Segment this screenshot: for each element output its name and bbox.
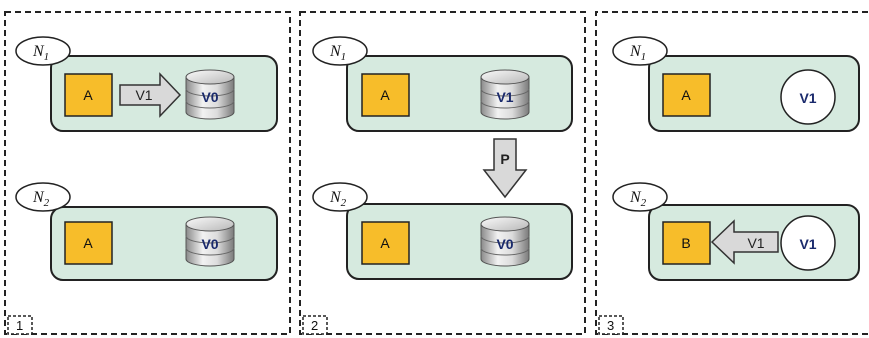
svg-text:N1: N1 bbox=[329, 43, 346, 63]
arrow-label: V1 bbox=[135, 87, 152, 103]
step-label: 2 bbox=[302, 315, 328, 335]
svg-text:N1: N1 bbox=[629, 43, 646, 63]
app-label: B bbox=[681, 235, 690, 251]
svg-text:N2: N2 bbox=[629, 189, 647, 209]
app-box bbox=[361, 73, 410, 117]
update-arrow-left-icon: V1 bbox=[710, 219, 779, 265]
app-box bbox=[662, 221, 711, 265]
write-arrow-right-icon: V1 bbox=[119, 72, 182, 118]
database-icon: V0 bbox=[480, 216, 530, 267]
arrow-label: V1 bbox=[747, 235, 764, 251]
app-label: A bbox=[380, 87, 390, 103]
panel-3: 3 N1 A V1 N2 B bbox=[595, 11, 868, 335]
node-n2: N2 A V0 bbox=[312, 182, 573, 280]
step-label: 3 bbox=[598, 315, 624, 335]
node-label: N2 bbox=[312, 182, 368, 212]
app-label: A bbox=[380, 235, 390, 251]
version-circle-icon: V1 bbox=[780, 215, 836, 271]
node-label: N1 bbox=[15, 36, 71, 66]
version-label: V0 bbox=[201, 236, 218, 252]
database-icon: V0 bbox=[185, 216, 235, 267]
panel-2: 2 N1 A V1 P bbox=[299, 11, 586, 335]
version-label: V0 bbox=[201, 89, 218, 105]
step-label: 1 bbox=[7, 315, 33, 335]
node-n1: N1 A V1 V0 bbox=[15, 36, 278, 132]
panel-border bbox=[299, 11, 586, 335]
node-n2: N2 A V0 bbox=[15, 182, 278, 281]
svg-text:N2: N2 bbox=[32, 189, 50, 209]
version-label: V1 bbox=[496, 89, 513, 105]
app-label: A bbox=[83, 87, 93, 103]
node-n1: N1 A V1 bbox=[612, 36, 860, 132]
version-label: V1 bbox=[799, 236, 816, 252]
node-label: N2 bbox=[612, 182, 668, 212]
node-n2: N2 B V1 V1 bbox=[612, 182, 860, 281]
propagate-arrow-down-icon: P bbox=[482, 138, 528, 199]
svg-text:N2: N2 bbox=[329, 189, 347, 209]
app-box bbox=[662, 73, 711, 117]
app-box bbox=[361, 221, 410, 265]
version-label: V1 bbox=[799, 90, 816, 106]
panel-1: 1 N1 A V1 V0 bbox=[4, 11, 291, 335]
version-label: V0 bbox=[496, 236, 513, 252]
panel-border bbox=[595, 11, 868, 335]
node-label: N2 bbox=[15, 182, 71, 212]
step-number: 3 bbox=[607, 318, 614, 333]
app-box bbox=[64, 73, 113, 117]
database-icon: V0 bbox=[185, 69, 235, 120]
app-label: A bbox=[681, 87, 691, 103]
step-number: 2 bbox=[311, 318, 318, 333]
arrow-label: P bbox=[500, 151, 509, 167]
app-box bbox=[64, 221, 113, 265]
node-label: N1 bbox=[312, 36, 368, 66]
app-label: A bbox=[83, 235, 93, 251]
step-number: 1 bbox=[16, 318, 23, 333]
node-n1: N1 A V1 bbox=[312, 36, 573, 132]
svg-text:N1: N1 bbox=[32, 43, 49, 63]
panel-border bbox=[4, 11, 291, 335]
version-circle-icon: V1 bbox=[780, 69, 836, 125]
database-icon: V1 bbox=[480, 69, 530, 120]
node-label: N1 bbox=[612, 36, 668, 66]
